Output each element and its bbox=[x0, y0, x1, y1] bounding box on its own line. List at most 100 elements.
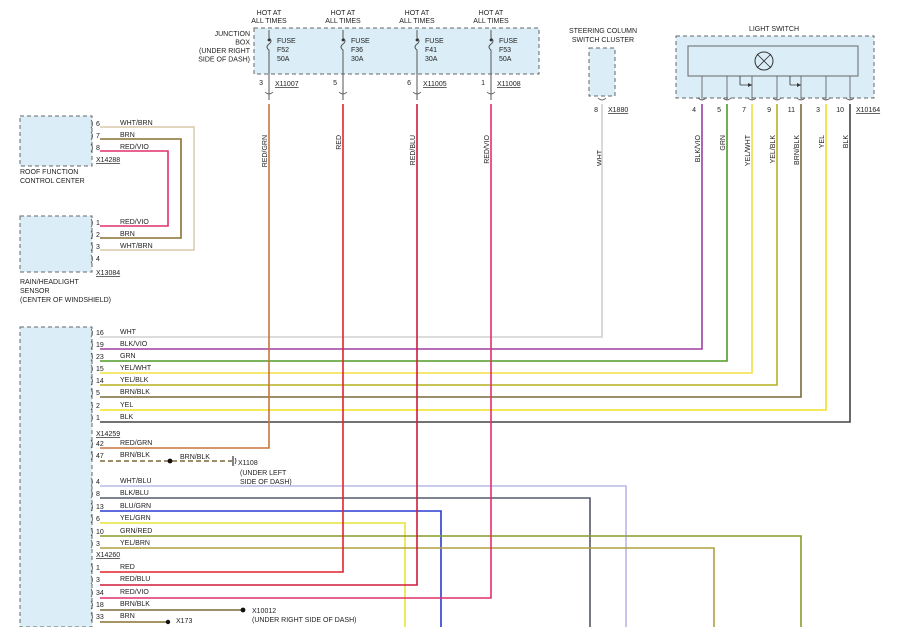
connector-pin-mark bbox=[486, 91, 496, 95]
connector-id: X11007 bbox=[275, 81, 299, 88]
hot-at-label: ALL TIMES bbox=[325, 18, 361, 25]
fuse-amperage: 30A bbox=[351, 56, 364, 63]
fuse-icon bbox=[414, 30, 420, 100]
hot-at-label: HOT AT bbox=[479, 10, 504, 17]
connector-pin-mark bbox=[90, 575, 93, 585]
rain-sensor-title: SENSOR bbox=[20, 288, 50, 295]
fuse-amperage: 50A bbox=[277, 56, 290, 63]
connector-pin-number: 8 bbox=[96, 145, 100, 152]
wire-label: RED/BLU bbox=[120, 576, 150, 583]
ground-location: (UNDER RIGHT SIDE OF DASH) bbox=[252, 617, 357, 624]
fuse-id: F52 bbox=[277, 47, 289, 54]
wire-yel bbox=[100, 104, 827, 411]
wire-yel-wht bbox=[100, 104, 753, 374]
wire-blu-grn bbox=[100, 510, 442, 627]
connector-pin-number: 1 bbox=[96, 415, 100, 422]
connector-pin-number: 2 bbox=[96, 403, 100, 410]
connector-pin-mark bbox=[90, 352, 93, 362]
connector-pin-number: 15 bbox=[96, 366, 104, 373]
roof-module-title: ROOF FUNCTION bbox=[20, 169, 78, 176]
fuse-node bbox=[489, 38, 493, 42]
fuse-pin-number: 1 bbox=[481, 80, 485, 87]
junction-box-title: JUNCTION bbox=[215, 31, 250, 38]
connector-pin-mark bbox=[90, 119, 93, 129]
wire-label: BLU/GRN bbox=[120, 503, 151, 510]
wire-yel-grn bbox=[100, 522, 406, 627]
wire-label: BLK/VIO bbox=[120, 341, 148, 348]
wire-label: RED/BLU bbox=[410, 135, 417, 165]
arrow-icon bbox=[797, 83, 801, 87]
connector-pin-mark bbox=[90, 413, 93, 423]
connector-pin-mark bbox=[796, 97, 806, 101]
wire-label: YEL bbox=[120, 402, 133, 409]
fuse-amperage: 50A bbox=[499, 56, 512, 63]
connector-pin-mark bbox=[90, 527, 93, 537]
main-module-box bbox=[19, 326, 93, 627]
lamp-icon bbox=[754, 51, 774, 71]
connector-id: X173 bbox=[176, 618, 192, 625]
wire-label: YEL/BRN bbox=[120, 540, 150, 547]
fuse-node bbox=[341, 38, 345, 42]
connector-pin-mark bbox=[264, 91, 274, 95]
fuse-amperage: 30A bbox=[425, 56, 438, 63]
fuse-node bbox=[415, 38, 419, 42]
connector-pin-mark bbox=[845, 97, 855, 101]
connector-pin-mark bbox=[722, 97, 732, 101]
connector-id: X14260 bbox=[96, 552, 120, 559]
connector-pin-number: 4 bbox=[692, 107, 696, 114]
wire-label: RED/GRN bbox=[120, 440, 152, 447]
connector-pin-mark bbox=[90, 218, 93, 228]
ground-node bbox=[240, 607, 246, 613]
hot-at-label: ALL TIMES bbox=[473, 18, 509, 25]
connector-pin-number: 14 bbox=[96, 378, 104, 385]
connector-pin-mark bbox=[90, 230, 93, 240]
wire-label: WHT/BRN bbox=[120, 243, 153, 250]
wire-label: WHT/BRN bbox=[120, 120, 153, 127]
wire-label: BRN bbox=[120, 132, 135, 139]
connector-pin-mark bbox=[90, 451, 93, 461]
wire-label: BRN/BLK bbox=[180, 454, 210, 461]
wire-grn-red bbox=[100, 535, 802, 627]
connector-pin-mark bbox=[90, 612, 93, 622]
wire-label: BLK bbox=[843, 135, 850, 149]
wire-label: BRN bbox=[120, 231, 135, 238]
wire-label: BRN/BLK bbox=[120, 452, 150, 459]
hot-at-label: ALL TIMES bbox=[251, 18, 287, 25]
roof-module-box bbox=[19, 115, 93, 167]
connector-pin-number: 10 bbox=[96, 529, 104, 536]
connector-pin-mark bbox=[90, 340, 93, 350]
wire-wht-brn bbox=[100, 126, 195, 251]
connector-pin-number: 7 bbox=[96, 133, 100, 140]
connector-pin-number: 8 bbox=[96, 491, 100, 498]
connector-pin-mark bbox=[90, 254, 93, 264]
roof-module-title: CONTROL CENTER bbox=[20, 178, 85, 185]
wire-label: BRN/BLK bbox=[794, 135, 801, 165]
connector-pin-mark bbox=[90, 600, 93, 610]
wire-label: YEL/WHT bbox=[745, 134, 752, 166]
connector-id: X10164 bbox=[856, 107, 880, 114]
fuse-pin-number: 5 bbox=[333, 80, 337, 87]
wire-label: YEL/BLK bbox=[770, 135, 777, 164]
light-switch-title: LIGHT SWITCH bbox=[749, 26, 799, 33]
connector-pin-number: 2 bbox=[96, 232, 100, 239]
connector-pin-mark bbox=[90, 376, 93, 386]
hot-at-label: HOT AT bbox=[331, 10, 356, 17]
connector-pin-number: 42 bbox=[96, 441, 104, 448]
fuse-icon bbox=[266, 30, 272, 100]
connector-pin-number: 11 bbox=[788, 107, 795, 114]
connector-pin-mark bbox=[90, 401, 93, 411]
connector-pin-mark bbox=[747, 97, 757, 101]
wire-yel-blk bbox=[100, 104, 778, 386]
wire-label: BRN/BLK bbox=[120, 389, 150, 396]
connector-pin-number: 23 bbox=[96, 354, 104, 361]
ground-location: SIDE OF DASH) bbox=[240, 479, 292, 486]
connector-pin-number: 6 bbox=[96, 121, 100, 128]
fuse-label: FUSE bbox=[277, 38, 296, 45]
wire-label: RED/GRN bbox=[262, 135, 269, 167]
connector-id: X1108 bbox=[238, 460, 258, 467]
lamp-icon-cross bbox=[756, 53, 772, 69]
wire-wht bbox=[100, 104, 603, 338]
fuse-label: FUSE bbox=[351, 38, 370, 45]
connector-pin-number: 8 bbox=[594, 107, 598, 114]
connector-pin-number: 7 bbox=[742, 107, 746, 114]
